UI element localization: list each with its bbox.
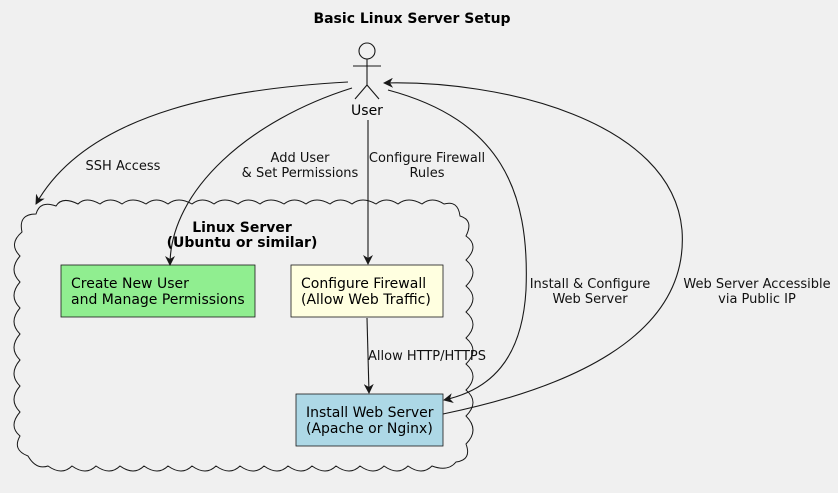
edge-web-server-accessible <box>383 77 683 415</box>
diagram-title: Basic Linux Server Setup <box>313 11 510 27</box>
edge-allow-http-label: Allow HTTP/HTTPS <box>368 349 486 364</box>
configure-firewall-box <box>290 264 444 318</box>
edge-install-web-server <box>387 89 527 403</box>
create-user-box <box>60 264 256 318</box>
cloud-title-line1: Linux Server <box>192 220 292 236</box>
user-label: User <box>351 103 383 119</box>
edge-allow-http <box>363 317 374 394</box>
edge-add-user-label-line1: Add User <box>271 151 331 166</box>
install-web-server-box <box>295 393 444 447</box>
configure-firewall-line2: (Allow Web Traffic) <box>301 292 431 308</box>
edge-install-web-server-label-line1: Install & Configure <box>530 277 651 292</box>
create-user-line2: and Manage Permissions <box>71 292 245 308</box>
edge-configure-firewall-label-line2: Rules <box>409 166 444 181</box>
install-web-server-line1: Install Web Server <box>306 405 434 421</box>
edge-web-server-accessible-label-line2: via Public IP <box>718 292 796 307</box>
edge-add-user-label-line2: & Set Permissions <box>242 166 359 181</box>
edge-add-user <box>165 87 353 266</box>
edge-configure-firewall-label-line1: Configure Firewall <box>369 151 485 166</box>
create-user-line1: Create New User <box>71 276 189 292</box>
edge-ssh-access-label: SSH Access <box>86 159 161 174</box>
edge-ssh-access <box>35 81 349 205</box>
user-actor-icon <box>353 42 381 100</box>
cloud-title-line2: (Ubuntu or similar) <box>167 235 318 251</box>
edge-web-server-accessible-label-line1: Web Server Accessible <box>683 277 830 292</box>
install-web-server-line2: (Apache or Nginx) <box>306 421 433 437</box>
edge-install-web-server-label-line2: Web Server <box>552 292 628 307</box>
configure-firewall-line1: Configure Firewall <box>301 276 426 292</box>
